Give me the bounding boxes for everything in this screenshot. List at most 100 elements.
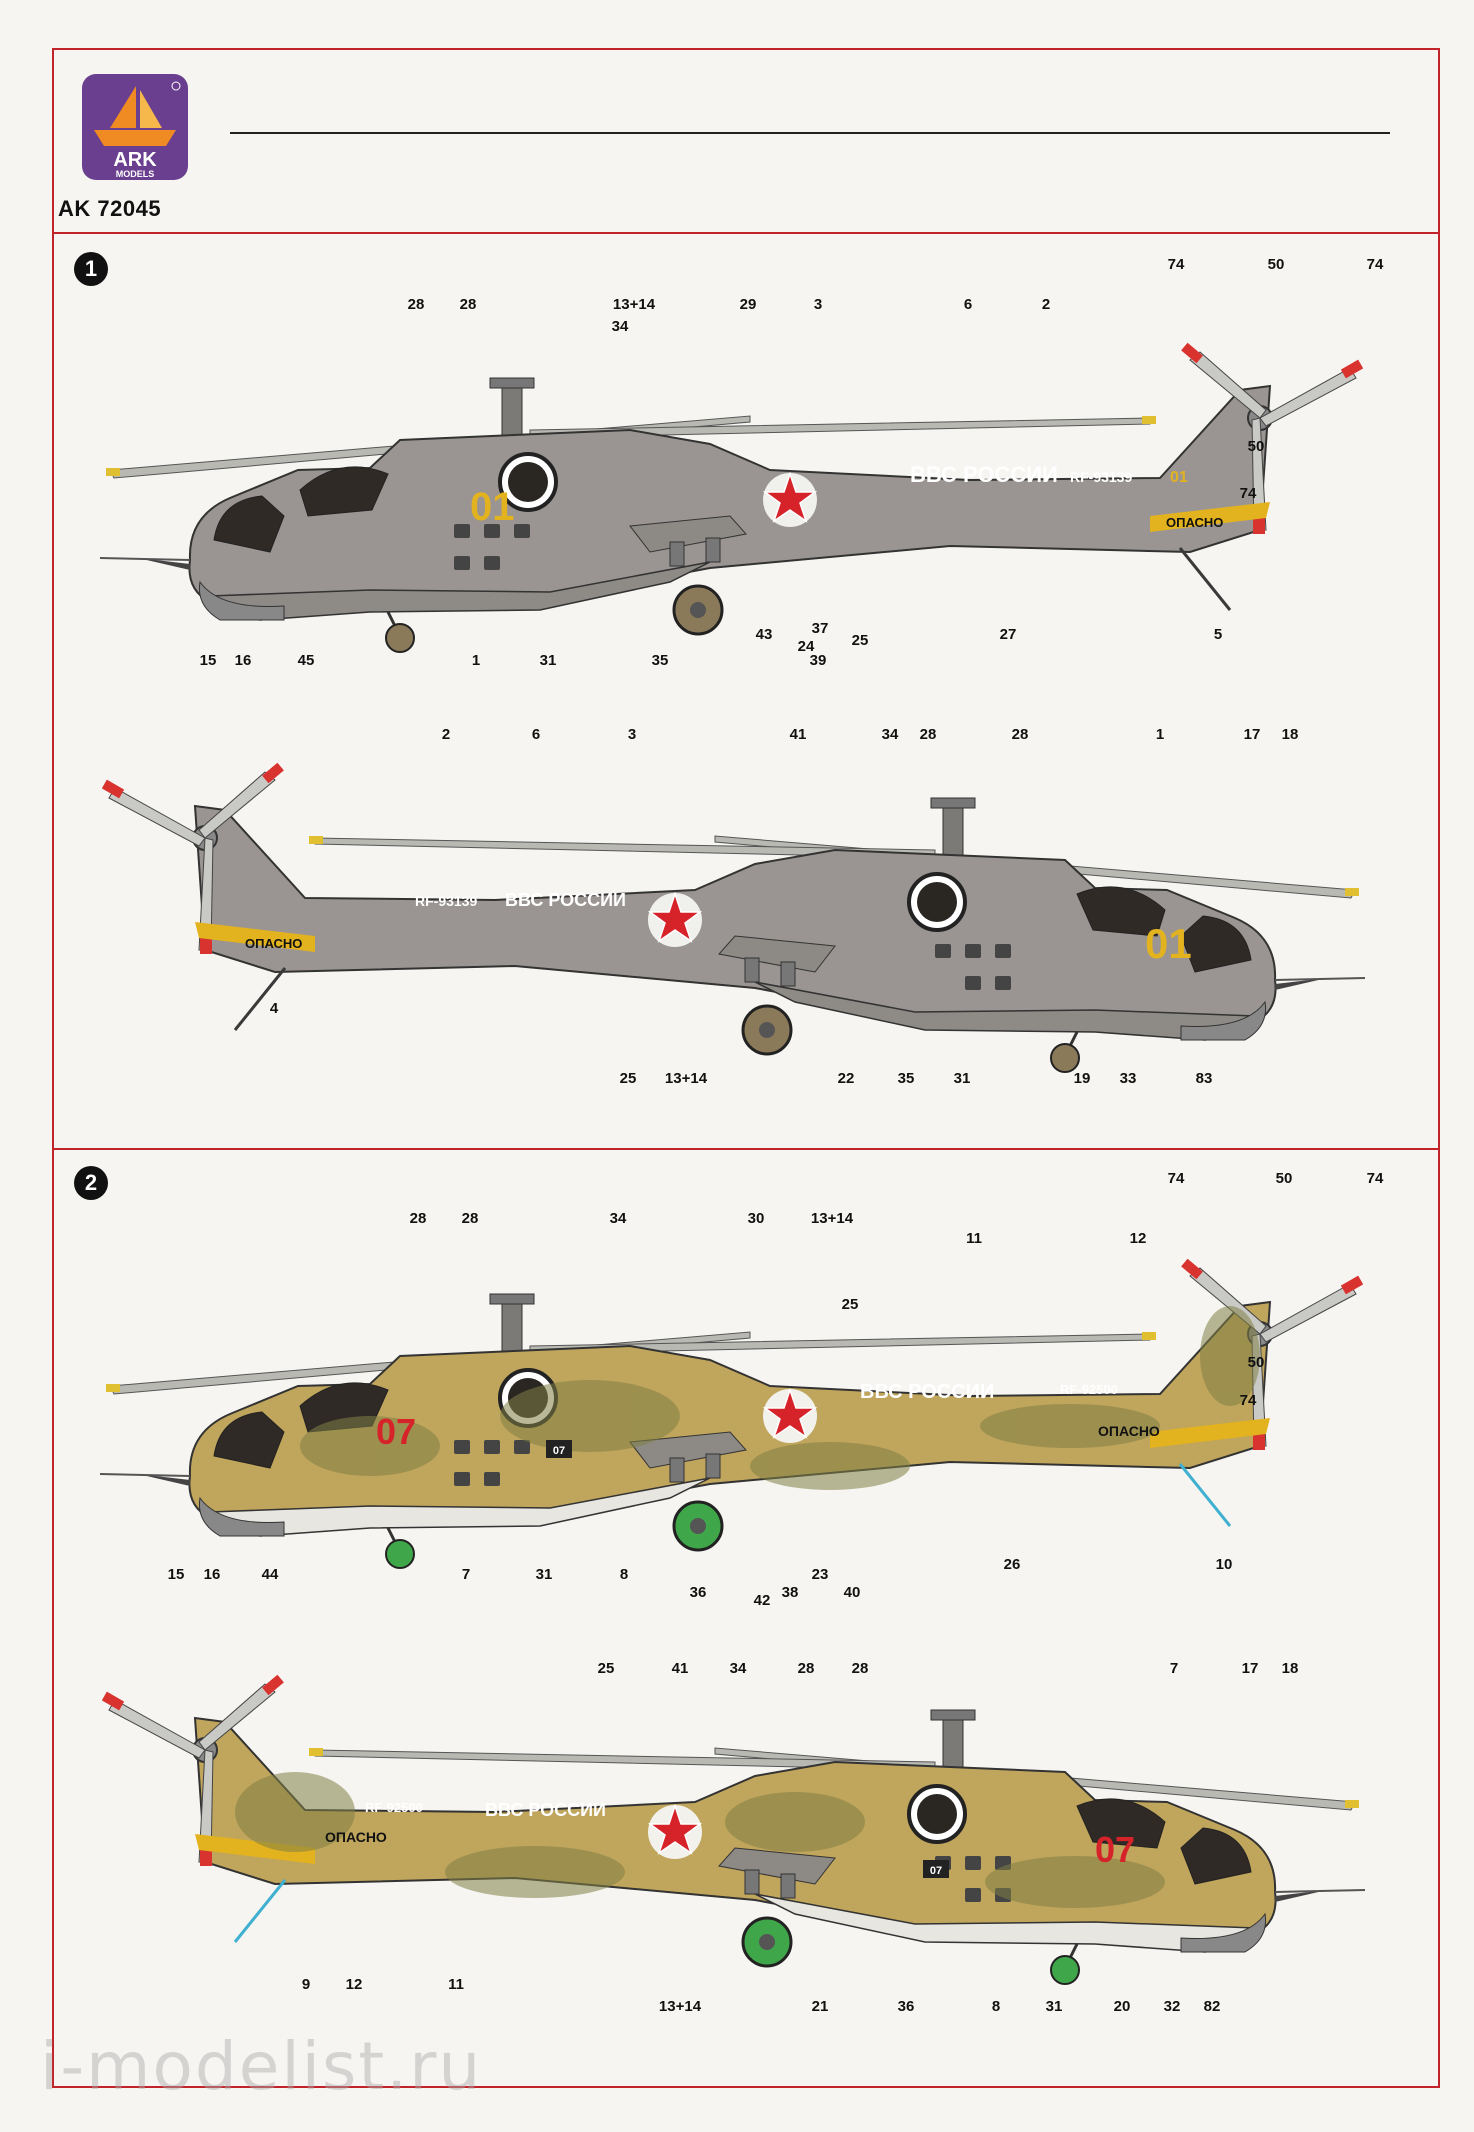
callout-number: 4 <box>269 1000 279 1017</box>
callout-number: 50 <box>1275 1170 1293 1187</box>
callout-number: 31 <box>1045 1998 1063 2015</box>
callout-number: 45 <box>297 652 315 669</box>
callout-number: 16 <box>234 652 252 669</box>
callout-number: 25 <box>597 1660 615 1677</box>
callout-number: 17 <box>1241 1660 1259 1677</box>
danger-label: ОПАСНО <box>245 936 302 951</box>
callout-number: 2 <box>441 726 451 743</box>
callout-number: 34 <box>729 1660 747 1677</box>
airforce-label: ВВС РОССИИ <box>860 1381 994 1403</box>
callout-number: 15 <box>167 1566 185 1583</box>
scheme-1-right-profile: 01 ВВС РОССИИ RF-93139 ОПАСНО <box>101 762 1366 1073</box>
callout-number: 36 <box>689 1584 707 1601</box>
callout-number: 12 <box>1129 1230 1147 1247</box>
callout-number: 18 <box>1281 1660 1299 1677</box>
callout-number: 28 <box>407 296 425 313</box>
watermark: i-modelist.ru <box>40 2028 483 2105</box>
callout-number: 32 <box>1163 1998 1181 2015</box>
callout-number: 28 <box>409 1210 427 1227</box>
callout-number: 34 <box>881 726 899 743</box>
callout-number: 7 <box>461 1566 471 1583</box>
callout-number: 2 <box>1041 296 1051 313</box>
callout-number: 13+14 <box>810 1210 854 1227</box>
callout-number: 15 <box>199 652 217 669</box>
callout-number: 74 <box>1239 1392 1257 1409</box>
callout-number: 34 <box>609 1210 627 1227</box>
callout-number: 11 <box>966 1230 982 1247</box>
side-number: 07 <box>1095 1829 1135 1870</box>
callout-number: 6 <box>531 726 541 743</box>
callout-number: 41 <box>789 726 807 743</box>
ark-models-logo: ARK MODELS <box>82 74 188 180</box>
callout-number: 34 <box>611 318 629 335</box>
callout-number: 28 <box>459 296 477 313</box>
callout-number: 30 <box>747 1210 765 1227</box>
side-number: 01 <box>470 485 515 529</box>
callout-number: 74 <box>1167 1170 1185 1187</box>
callout-number: 50 <box>1247 1354 1265 1371</box>
danger-label: ОПАСНО <box>325 1829 387 1845</box>
chip-number: 07 <box>553 1445 565 1457</box>
scheme-1-left-profile: 01 ВВС РОССИИ RF-93139 01 ОПАСНО <box>99 342 1364 653</box>
scheme-2-badge: 2 <box>74 1166 108 1200</box>
callout-number: 35 <box>651 652 669 669</box>
danger-label: ОПАСНО <box>1166 515 1223 530</box>
scheme-2-right-profile: 07 ВВС РОССИИ RF-92500 ОПАСНО 07 <box>101 1674 1366 1985</box>
kit-code: AK 72045 <box>58 196 162 221</box>
callsign: RF-93139 <box>1070 469 1132 485</box>
side-number: 01 <box>1145 920 1192 967</box>
callout-number: 33 <box>1119 1070 1137 1087</box>
callout-number: 8 <box>619 1566 629 1583</box>
callsign: RF-92500 <box>365 1800 423 1815</box>
callout-number: 23 <box>811 1566 829 1583</box>
callout-number: 11 <box>448 1976 464 1993</box>
header-divider <box>54 232 1438 234</box>
callout-number: 25 <box>841 1296 859 1313</box>
callout-number: 1 <box>471 652 481 669</box>
callout-number: 13+14 <box>658 1998 702 2015</box>
callout-number: 19 <box>1073 1070 1091 1087</box>
callout-number: 42 <box>753 1592 771 1609</box>
callout-number: 8 <box>991 1998 1001 2015</box>
callsign: RF-92500 <box>1060 1382 1118 1397</box>
title-rule <box>230 132 1390 134</box>
callout-number: 74 <box>1167 256 1185 273</box>
callout-number: 13+14 <box>612 296 656 313</box>
danger-label: ОПАСНО <box>1098 1423 1160 1439</box>
callout-number: 3 <box>627 726 637 743</box>
scheme-1-badge: 1 <box>74 252 108 286</box>
callout-number: 28 <box>1011 726 1029 743</box>
scheme-2-left-profile: 07 ВВС РОССИИ RF-92500 ОПАСНО 07 <box>99 1258 1364 1569</box>
callout-number: 29 <box>739 296 757 313</box>
callout-number: 41 <box>671 1660 689 1677</box>
callout-number: 10 <box>1215 1556 1233 1573</box>
callout-number: 39 <box>809 652 827 669</box>
callout-number: 31 <box>535 1566 553 1583</box>
callout-number: 12 <box>345 1976 363 1993</box>
callout-number: 1 <box>1155 726 1165 743</box>
callout-number: 20 <box>1113 1998 1131 2015</box>
callout-number: 16 <box>203 1566 221 1583</box>
callout-number: 17 <box>1243 726 1261 743</box>
callout-number: 40 <box>843 1584 861 1601</box>
callout-number: 18 <box>1281 726 1299 743</box>
tail-number: 01 <box>1170 469 1188 486</box>
callout-number: 27 <box>999 626 1017 643</box>
callout-number: 35 <box>897 1070 915 1087</box>
callout-number: 36 <box>897 1998 915 2015</box>
callout-number: 26 <box>1003 1556 1021 1573</box>
side-number: 07 <box>376 1411 416 1452</box>
callout-number: 28 <box>851 1660 869 1677</box>
callout-number: 74 <box>1239 485 1257 502</box>
callout-number: 7 <box>1169 1660 1179 1677</box>
logo-word: ARK <box>113 149 157 171</box>
callout-number: 82 <box>1203 1998 1221 2015</box>
callout-number: 6 <box>963 296 973 313</box>
logo-subword: MODELS <box>116 169 155 179</box>
callout-number: 5 <box>1213 626 1223 643</box>
callout-number: 50 <box>1267 256 1285 273</box>
callout-number: 38 <box>781 1584 799 1601</box>
airforce-label: ВВС РОССИИ <box>485 1800 606 1820</box>
callout-number: 31 <box>539 652 557 669</box>
callout-number: 3 <box>813 296 823 313</box>
